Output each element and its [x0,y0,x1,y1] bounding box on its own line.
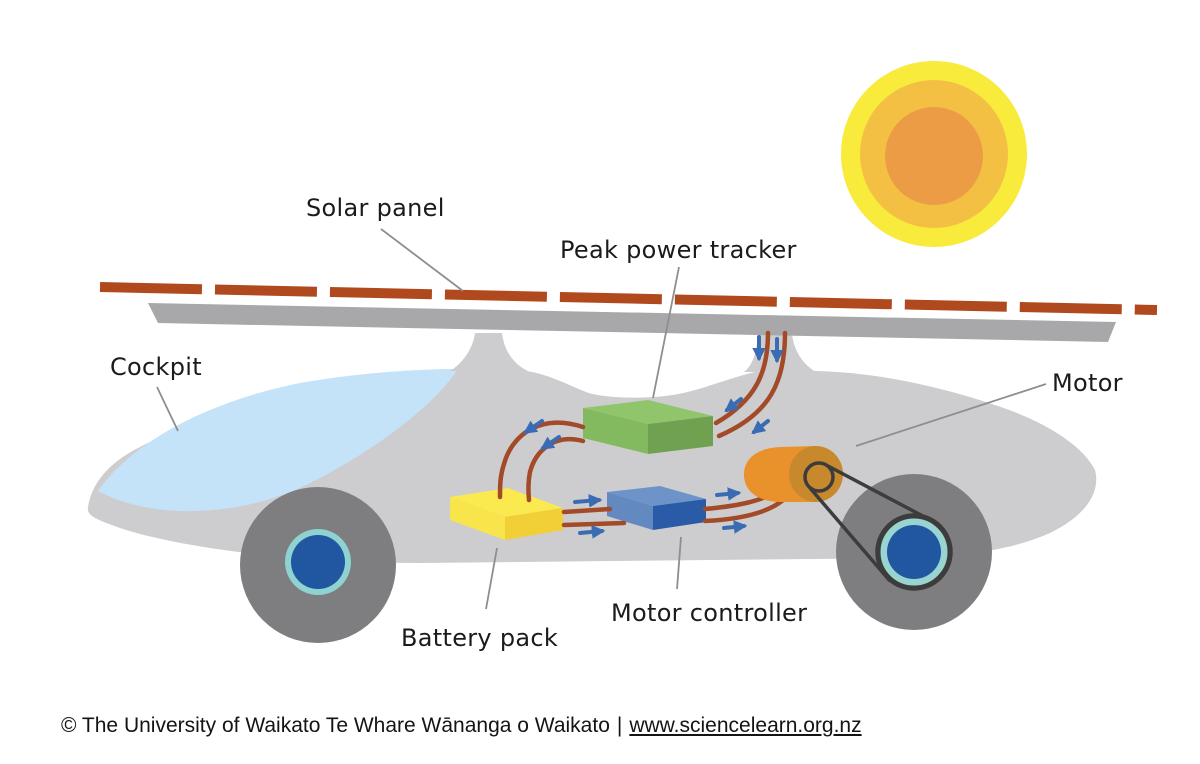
wire-panel-to-tracker-2 [716,330,788,439]
wire-panel-to-tracker-1 [713,330,771,426]
leader-lines [156,228,1047,610]
battery-pack-box [450,488,563,540]
roof-strut-front [450,333,528,371]
controller-front-face [607,492,653,530]
flow-arrows [523,335,784,539]
battery-front-face [450,497,505,540]
roof-panel [148,303,1116,342]
copyright-text: © The University of Waikato Te Whare Wān… [61,714,610,737]
controller-side-face [653,499,706,530]
front-hub [291,535,345,589]
label-solar-panel: Solar panel [306,194,445,222]
leader-cockpit [156,386,179,432]
wire-battery-to-controller-1 [561,506,613,515]
battery-side-face [505,508,563,540]
wire-battery-to-controller-2 [561,520,627,528]
flow-arrow-to-tracker-1 [724,397,743,413]
footer-credit: © The University of Waikato Te Whare Wān… [61,714,862,738]
drive-belt [803,461,953,591]
flow-arrow-to-battery-1 [523,419,544,434]
wheel-pulley [875,513,953,591]
front-wheel [240,487,396,643]
motor-unit [743,446,843,502]
footer-separator: | [616,714,623,737]
power-wires [497,330,788,528]
wire-tracker-to-battery-2 [526,437,586,503]
label-cockpit: Cockpit [110,353,202,381]
flow-arrow-to-tracker-2 [751,419,770,435]
belt-lower-run [808,486,892,583]
solar-panel-cells [99,282,1158,315]
flow-arrow-to-motor-2 [722,520,748,534]
sciencelearn-link[interactable]: www.sciencelearn.org.nz [629,714,862,737]
leader-solar-panel [380,228,464,292]
cockpit-canopy [98,369,458,512]
label-motor-controller: Motor controller [611,599,807,627]
leader-motor-controller [676,536,682,590]
flow-arrow-to-controller-1 [573,494,603,508]
rear-hub [887,525,941,579]
motor-pulley [803,461,835,493]
controller-top-face [607,486,706,506]
battery-top-face [450,488,563,517]
sun [841,61,1027,247]
flow-arrow-to-controller-2 [578,525,606,539]
label-peak-power-tracker: Peak power tracker [560,236,797,264]
leader-battery-pack [485,547,498,610]
label-motor: Motor [1052,369,1123,397]
tracker-side-face [648,416,713,454]
label-battery-pack: Battery pack [401,624,558,652]
rear-wheel [836,474,992,630]
flow-arrow-to-motor-1 [715,487,742,501]
wire-tracker-to-battery-1 [497,420,586,500]
wire-controller-to-motor-2 [702,497,786,524]
tracker-front-face [583,408,648,454]
motor-controller-box [607,486,706,530]
leader-peak-power-tracker [652,266,680,399]
component-labels: Solar panel Peak power tracker Cockpit M… [110,194,1123,652]
tracker-top-face [583,400,713,424]
sun-core [885,107,983,205]
leader-motor [855,383,1047,447]
flow-arrow-to-battery-2 [540,435,561,450]
peak-power-tracker-box [583,400,713,454]
